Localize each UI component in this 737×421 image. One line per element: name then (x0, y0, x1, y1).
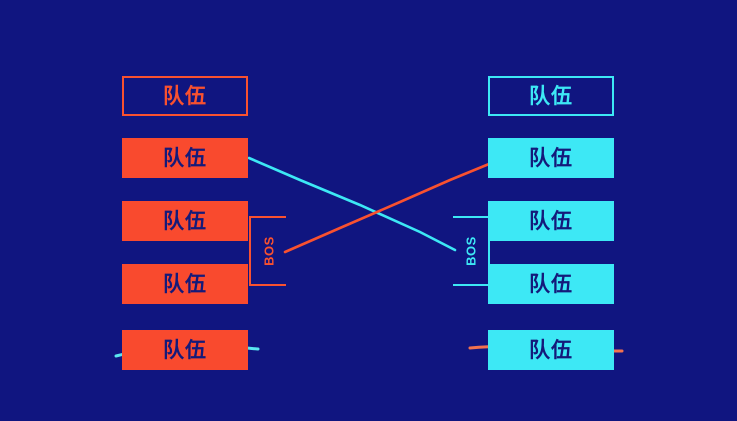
left-bos-label: BOS (261, 236, 276, 266)
left-box-4[interactable]: 队伍 (122, 264, 248, 304)
right-box-3-label: 队伍 (529, 209, 573, 233)
right-box-5-label: 队伍 (529, 338, 573, 362)
right-box-1-label: 队伍 (529, 84, 573, 108)
left-box-1-label: 队伍 (163, 84, 207, 108)
left-box-2-label: 队伍 (163, 146, 207, 170)
right-box-1[interactable]: 队伍 (488, 76, 614, 116)
left-box-4-label: 队伍 (163, 272, 207, 296)
left-box-1[interactable]: 队伍 (122, 76, 248, 116)
right-box-2[interactable]: 队伍 (488, 138, 614, 178)
left-box-3-label: 队伍 (163, 209, 207, 233)
right-box-3[interactable]: 队伍 (488, 201, 614, 241)
right-box-4-label: 队伍 (529, 272, 573, 296)
right-bos-bracket[interactable]: BOS (453, 216, 490, 286)
left-box-5-label: 队伍 (163, 338, 207, 362)
right-bos-label: BOS (463, 236, 478, 266)
right-box-4[interactable]: 队伍 (488, 264, 614, 304)
left-box-5[interactable]: 队伍 (122, 330, 248, 370)
left-box-3[interactable]: 队伍 (122, 201, 248, 241)
left-box-2[interactable]: 队伍 (122, 138, 248, 178)
right-box-2-label: 队伍 (529, 146, 573, 170)
right-box-5[interactable]: 队伍 (488, 330, 614, 370)
left-bos-bracket[interactable]: BOS (249, 216, 286, 286)
